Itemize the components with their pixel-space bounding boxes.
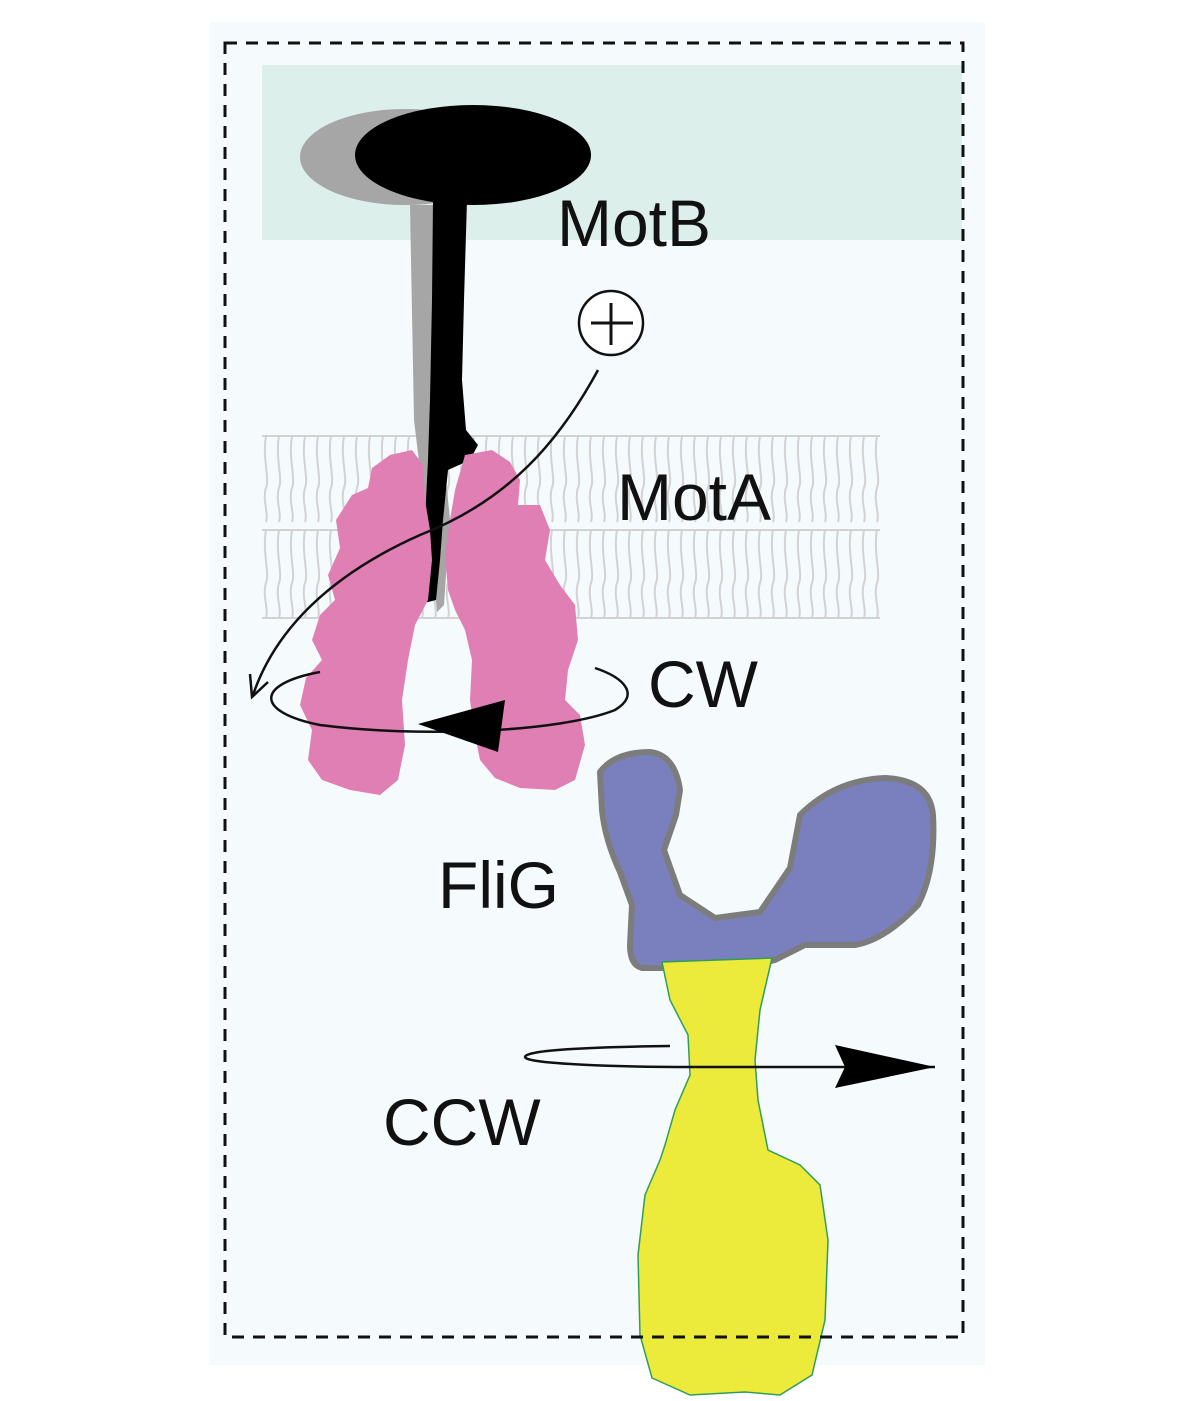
- lipid-tail: [276, 529, 282, 619]
- lipid-tail: [666, 529, 672, 619]
- lipid-tail: [315, 435, 321, 523]
- lipid-tail: [679, 529, 685, 619]
- lipid-tail: [861, 529, 867, 619]
- motb-label: MotB: [557, 186, 711, 260]
- lipid-tail: [835, 435, 841, 523]
- lipid-tail: [757, 529, 763, 619]
- lipid-tail: [874, 529, 880, 619]
- lipid-tail: [705, 529, 711, 619]
- lipid-tail: [653, 529, 659, 619]
- lipid-tail: [627, 435, 633, 523]
- lipid-tail: [705, 435, 711, 523]
- lipid-tail: [731, 435, 737, 523]
- mota-label: MotA: [617, 460, 771, 534]
- proton-symbol: [577, 289, 645, 357]
- lipid-tail: [263, 435, 269, 523]
- lipid-tail: [783, 529, 789, 619]
- flig-label: FliG: [438, 848, 559, 922]
- lipid-tail: [796, 529, 802, 619]
- lipid-tail: [770, 435, 776, 523]
- lipid-tail: [770, 529, 776, 619]
- lipid-tail: [575, 529, 581, 619]
- lipid-tail: [835, 529, 841, 619]
- lipid-tail: [640, 529, 646, 619]
- proton-path-arrow: [251, 369, 600, 696]
- cw-label: CW: [648, 647, 759, 721]
- lipid-tail: [692, 529, 698, 619]
- lipid-tail: [861, 435, 867, 523]
- lipid-tail: [796, 435, 802, 523]
- lipid-tail: [809, 529, 815, 619]
- motb-stalk: [420, 200, 478, 603]
- lipid-tail: [575, 435, 581, 523]
- lipid-tail: [302, 435, 308, 523]
- lipid-tail: [848, 529, 854, 619]
- lipid-tail: [289, 529, 295, 619]
- lipid-tail: [276, 435, 282, 523]
- lipid-tail: [822, 435, 828, 523]
- flig-protein: [597, 749, 937, 975]
- lipid-tail: [562, 435, 568, 523]
- lipid-tail: [718, 529, 724, 619]
- lipid-tail: [588, 529, 594, 619]
- ccw-label: CCW: [383, 1085, 541, 1159]
- proton-path-arrowhead: [248, 673, 269, 700]
- ccw-arrowhead: [835, 1045, 935, 1088]
- lipid-tail: [666, 435, 672, 523]
- lipid-tail: [653, 435, 659, 523]
- lipid-tail: [627, 529, 633, 619]
- ccw-rotation-arc: [523, 1044, 935, 1069]
- rotor-shaft: [637, 957, 829, 1396]
- lipid-tail: [874, 435, 880, 523]
- lipid-tail: [289, 435, 295, 523]
- cw-arrowhead: [418, 700, 505, 752]
- lipid-tail: [614, 435, 620, 523]
- lipid-tail: [679, 435, 685, 523]
- lipid-tail: [601, 435, 607, 523]
- lipid-tail: [601, 529, 607, 619]
- lipid-tail: [328, 435, 334, 523]
- motb-head: [355, 105, 591, 205]
- mota-right-lobe: [445, 450, 585, 790]
- lipid-tail: [744, 529, 750, 619]
- lipid-tail: [614, 529, 620, 619]
- mota-left-lobe: [300, 450, 432, 795]
- lipid-tail: [263, 529, 269, 619]
- lipid-tail: [744, 435, 750, 523]
- lipid-tail: [731, 529, 737, 619]
- lipid-tail: [848, 435, 854, 523]
- mota-protein: [300, 450, 585, 795]
- lipid-tail: [718, 435, 724, 523]
- motb-protein: [300, 105, 591, 612]
- lipid-tail: [692, 435, 698, 523]
- dashed-frame: [223, 41, 965, 1339]
- lipid-tail: [757, 435, 763, 523]
- lipid-tail: [822, 529, 828, 619]
- lipid-tail: [588, 435, 594, 523]
- lipid-tail: [640, 435, 646, 523]
- lipid-tail: [315, 529, 321, 619]
- lipid-tail: [809, 435, 815, 523]
- lipid-tail: [549, 435, 555, 523]
- lipid-tail: [783, 435, 789, 523]
